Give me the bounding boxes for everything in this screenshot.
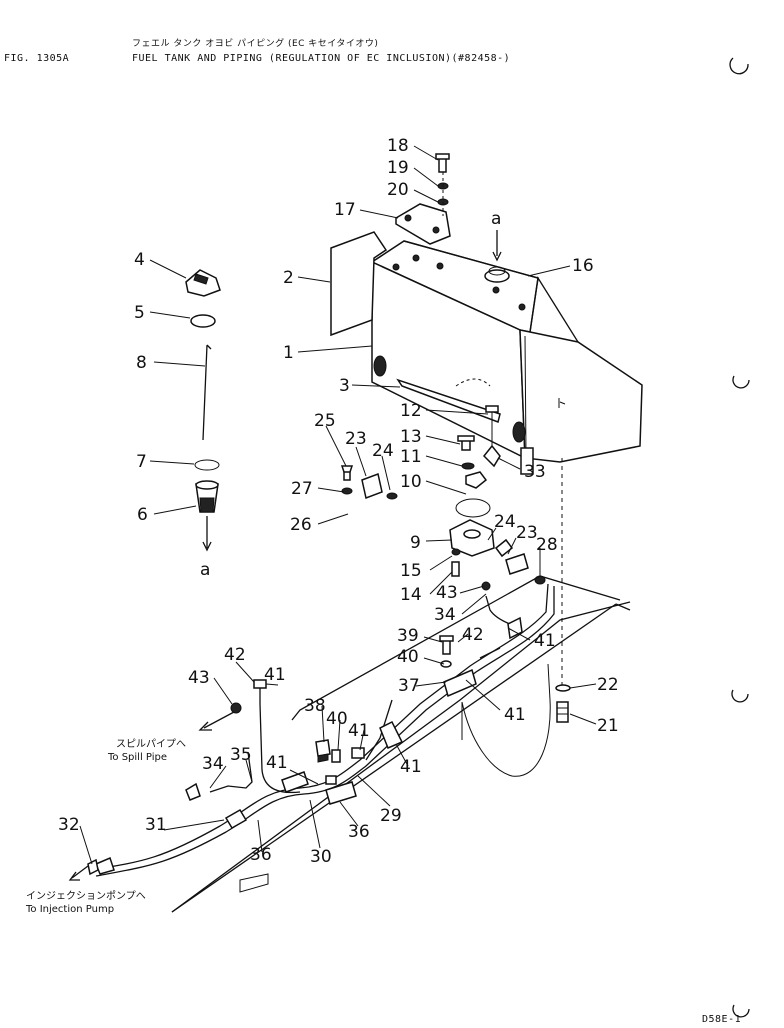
callout-4: 4 xyxy=(134,250,145,270)
callout-31: 31 xyxy=(145,815,167,835)
callout-21: 21 xyxy=(597,716,619,736)
callout-41-c: 41 xyxy=(400,757,422,777)
callout-24-left: 24 xyxy=(372,441,394,461)
figure-title: FUEL TANK AND PIPING (REGULATION OF EC I… xyxy=(132,53,511,64)
callout-41-b: 41 xyxy=(504,705,526,725)
callout-6: 6 xyxy=(137,505,148,525)
callout-13: 13 xyxy=(400,427,422,447)
page-code: D58E-1 xyxy=(702,1014,742,1025)
callout-25: 25 xyxy=(314,411,336,431)
callout-42-right: 42 xyxy=(462,625,484,645)
callout-42-left: 42 xyxy=(224,645,246,665)
callout-27: 27 xyxy=(291,479,313,499)
callout-34-right: 34 xyxy=(434,605,456,625)
return-hose-parts xyxy=(340,465,398,605)
binder-holes xyxy=(729,57,750,1018)
leader-lines xyxy=(79,145,597,865)
callout-35: 35 xyxy=(230,745,252,765)
callout-20: 20 xyxy=(387,180,409,200)
callout-18: 18 xyxy=(387,136,409,156)
callout-41-f: 41 xyxy=(264,665,286,685)
callout-14: 14 xyxy=(400,585,422,605)
callout-41-d: 41 xyxy=(348,721,370,741)
callout-23-left: 23 xyxy=(345,429,367,449)
callout-36-left: 36 xyxy=(250,845,272,865)
callout-23-right: 23 xyxy=(516,523,538,543)
callout-22: 22 xyxy=(597,675,619,695)
japanese-title: フェエル タンク オヨビ パイピング (EC キセイタイオウ) xyxy=(132,39,379,49)
callout-8: 8 xyxy=(136,353,147,373)
frame-rail xyxy=(171,575,631,913)
callout-3: 3 xyxy=(339,376,350,396)
callout-19: 19 xyxy=(387,158,409,178)
callout-16: 16 xyxy=(572,256,594,276)
callout-29: 29 xyxy=(380,806,402,826)
callout-9: 9 xyxy=(410,533,421,553)
ref-mark-bottom: a xyxy=(200,560,210,580)
ref-mark-top: a xyxy=(491,209,501,229)
callout-28: 28 xyxy=(536,535,558,555)
callout-5: 5 xyxy=(134,303,145,323)
callout-43-left: 43 xyxy=(188,668,210,688)
injection-pump-note-en: To Injection Pump xyxy=(25,904,114,915)
injection-pump-note-jp: インジェクションポンプへ xyxy=(26,890,146,902)
callout-1: 1 xyxy=(283,343,294,363)
callout-24-right: 24 xyxy=(494,512,516,532)
fuel-pipes xyxy=(87,583,555,877)
callout-39: 39 xyxy=(397,626,419,646)
callout-32: 32 xyxy=(58,815,80,835)
callout-30: 30 xyxy=(310,847,332,867)
callout-2: 2 xyxy=(283,268,294,288)
side-plate xyxy=(330,231,388,337)
figure-number: FIG. 1305A xyxy=(4,53,70,64)
filler-cap-parts xyxy=(185,269,221,552)
spill-pipe-note-jp: スピルパイプへ xyxy=(116,738,186,750)
callout-11: 11 xyxy=(400,447,422,467)
bracket-assembly xyxy=(395,153,451,245)
callout-15: 15 xyxy=(400,561,422,581)
callout-40-right: 40 xyxy=(397,647,419,667)
callout-41-e: 41 xyxy=(266,753,288,773)
callout-26: 26 xyxy=(290,515,312,535)
callout-36-right: 36 xyxy=(348,822,370,842)
callout-12: 12 xyxy=(400,401,422,421)
callout-43-right: 43 xyxy=(436,583,458,603)
tank-band xyxy=(396,378,501,423)
callout-41-a: 41 xyxy=(534,631,556,651)
spill-pipe-note-en: To Spill Pipe xyxy=(107,752,167,763)
callout-33: 33 xyxy=(524,462,546,482)
mount-bolt xyxy=(520,447,571,723)
drain-valve-assembly xyxy=(449,405,546,591)
callout-40-left: 40 xyxy=(326,709,348,729)
callout-7: 7 xyxy=(136,452,147,472)
callout-34-left: 34 xyxy=(202,754,224,774)
callout-37: 37 xyxy=(398,676,420,696)
callout-38: 38 xyxy=(304,696,326,716)
callout-10: 10 xyxy=(400,472,422,492)
callout-17: 17 xyxy=(334,200,356,220)
